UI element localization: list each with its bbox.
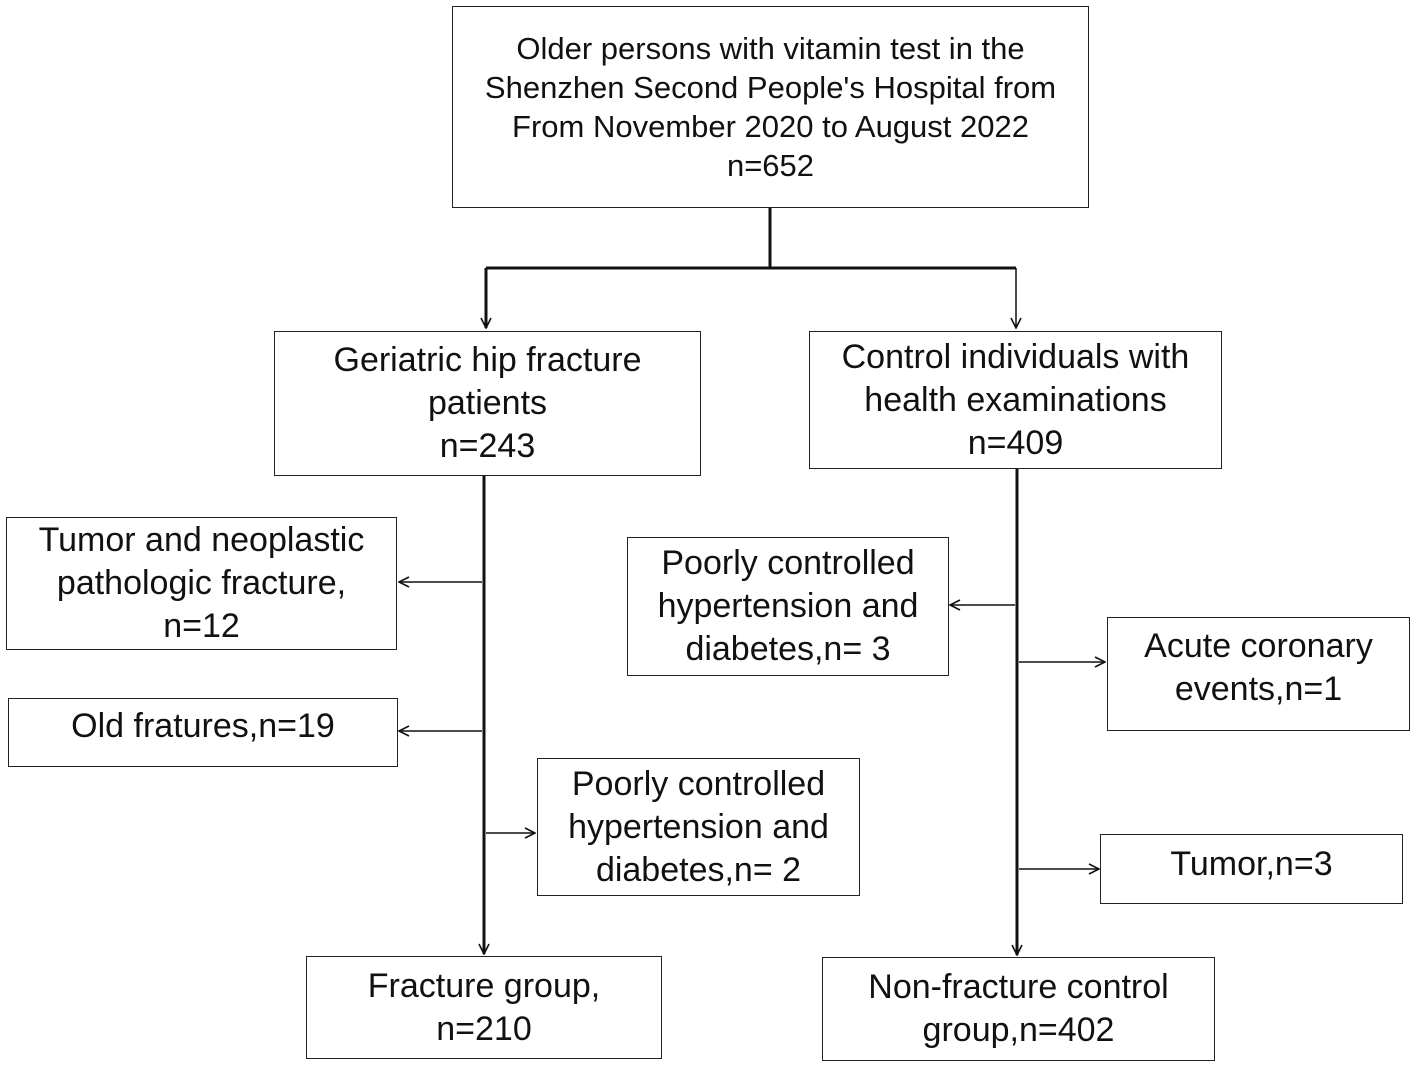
- acute-coronary-exclusion-box: Acute coronary events,n=1: [1107, 617, 1410, 731]
- tumor-exclusion-box: Tumor,n=3: [1100, 834, 1403, 904]
- fracture-group-text: Fracture group, n=210: [367, 966, 601, 1048]
- control-poorly-controlled-exclusion-text: Poorly controlled hypertension and diabe…: [657, 544, 919, 668]
- nonfracture-control-group-box: Non-fracture control group,n=402: [822, 957, 1215, 1061]
- control-individuals-text: Control individuals with health examinat…: [841, 337, 1190, 462]
- hip-fracture-patients-text: Geriatric hip fracture patients n=243: [333, 341, 642, 465]
- tumor-neoplastic-exclusion-box: Tumor and neoplastic pathologic fracture…: [6, 517, 397, 650]
- source-population-box: Older persons with vitamin test in the S…: [452, 6, 1089, 208]
- old-fractures-exclusion-text: Old fratures,n=19: [71, 707, 335, 745]
- source-population-text: Older persons with vitamin test in the S…: [484, 31, 1057, 183]
- hip-fracture-patients-box: Geriatric hip fracture patients n=243: [274, 331, 701, 476]
- tumor-neoplastic-exclusion-text: Tumor and neoplastic pathologic fracture…: [38, 521, 365, 645]
- fracture-poorly-controlled-exclusion-box: Poorly controlled hypertension and diabe…: [537, 758, 860, 896]
- control-individuals-box: Control individuals with health examinat…: [809, 331, 1222, 469]
- tumor-exclusion-text: Tumor,n=3: [1170, 844, 1333, 883]
- fracture-group-box: Fracture group, n=210: [306, 956, 662, 1059]
- old-fractures-exclusion-box: Old fratures,n=19: [8, 698, 398, 767]
- control-poorly-controlled-exclusion-box: Poorly controlled hypertension and diabe…: [627, 537, 949, 676]
- nonfracture-control-group-text: Non-fracture control group,n=402: [868, 968, 1169, 1049]
- fracture-poorly-controlled-exclusion-text: Poorly controlled hypertension and diabe…: [568, 764, 829, 889]
- acute-coronary-exclusion-text: Acute coronary events,n=1: [1144, 627, 1373, 708]
